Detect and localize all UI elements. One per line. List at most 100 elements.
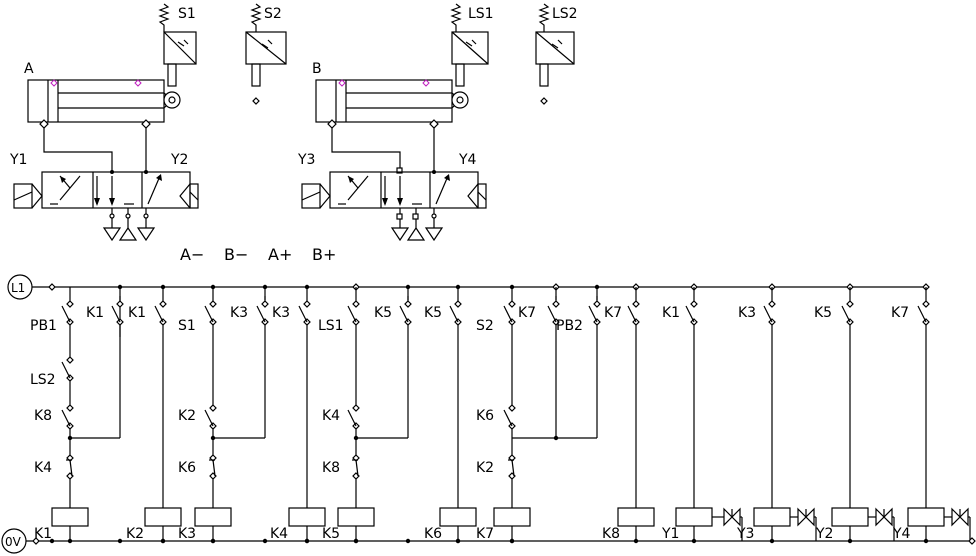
relay-coil bbox=[675, 507, 713, 527]
coil-label-k6: K6 bbox=[424, 526, 442, 542]
solenoid-y1-label: Y1 bbox=[9, 152, 27, 168]
wire bbox=[204, 305, 214, 323]
terminal bbox=[66, 356, 74, 364]
sequence-step-1: A− bbox=[180, 245, 204, 264]
junction-dot bbox=[509, 538, 515, 544]
terminal bbox=[768, 300, 776, 308]
junction-dot bbox=[405, 538, 411, 544]
coil-label-k7: K7 bbox=[476, 526, 494, 542]
rail-0v-label: 0V bbox=[5, 535, 22, 549]
contact-label-k7b: K7 bbox=[604, 305, 622, 321]
rail-l1-label: L1 bbox=[11, 281, 25, 295]
terminal bbox=[32, 537, 40, 545]
wire bbox=[355, 459, 359, 477]
wire bbox=[61, 305, 71, 323]
valve-b: Y3 Y4 bbox=[297, 152, 487, 242]
contact-label-k1b: K1 bbox=[128, 305, 146, 321]
coil-labels: K1 K2 K3 K4 K5 K7 K6 K8 Y1 Y3 Y2 Y4 bbox=[34, 526, 911, 542]
junction-dot bbox=[455, 538, 461, 544]
terminal bbox=[404, 300, 412, 308]
junction-dot bbox=[210, 435, 216, 441]
contact-label-k1c: K1 bbox=[662, 305, 680, 321]
wire bbox=[511, 459, 515, 477]
terminal bbox=[454, 300, 462, 308]
terminal bbox=[846, 300, 854, 308]
relay-coil bbox=[194, 507, 232, 527]
terminal bbox=[508, 404, 516, 412]
cylinder-b-group: B bbox=[312, 61, 469, 174]
wire bbox=[449, 305, 459, 323]
terminal bbox=[209, 300, 217, 308]
relay-coil bbox=[907, 507, 945, 527]
ladder-rungs bbox=[32, 283, 976, 545]
terminal bbox=[922, 300, 930, 308]
sensor-s2-label: S2 bbox=[264, 6, 282, 22]
junction-dot bbox=[353, 538, 359, 544]
wire bbox=[347, 409, 357, 427]
wire bbox=[685, 305, 695, 323]
wire bbox=[917, 305, 927, 323]
terminal bbox=[593, 300, 601, 308]
wire bbox=[256, 305, 266, 323]
sensor-s1: S1 bbox=[158, 3, 197, 87]
coil-label-y4: Y4 bbox=[892, 526, 911, 542]
sensor-ls1-label: LS1 bbox=[468, 6, 494, 22]
rail-l1: L1 bbox=[7, 274, 926, 300]
contact-label-pb1: PB1 bbox=[30, 318, 57, 334]
coil-label-y1: Y1 bbox=[661, 526, 679, 542]
terminal bbox=[690, 300, 698, 308]
junction-dot bbox=[49, 538, 55, 544]
junction-dot bbox=[304, 538, 310, 544]
terminal bbox=[159, 300, 167, 308]
wire bbox=[61, 361, 71, 379]
junction-dot bbox=[262, 538, 268, 544]
junction-dot bbox=[691, 538, 697, 544]
contact-label-k4: K4 bbox=[322, 408, 340, 424]
coil-label-k2: K2 bbox=[126, 526, 144, 542]
solenoid-y4-label: Y4 bbox=[458, 152, 477, 168]
terminal bbox=[968, 537, 976, 545]
wire bbox=[627, 305, 637, 323]
contact-label-k7a: K7 bbox=[518, 305, 536, 321]
wire bbox=[503, 305, 513, 323]
wire bbox=[588, 305, 598, 323]
sensor-ls2-label: LS2 bbox=[552, 6, 578, 22]
coil-label-k8: K8 bbox=[602, 526, 620, 542]
solenoid-y2-label: Y2 bbox=[170, 152, 188, 168]
contact-labels: PB1 K1 K1 S1 K3 K3 LS1 K5 K5 S2 K7 PB2 K… bbox=[30, 305, 909, 476]
junction-dot bbox=[847, 538, 853, 544]
terminal bbox=[48, 283, 56, 291]
sensor-ls2: LS2 bbox=[535, 3, 578, 105]
junction-dot bbox=[160, 538, 166, 544]
contact-label-k3b: K3 bbox=[272, 305, 290, 321]
wire bbox=[399, 305, 409, 323]
relay-coil bbox=[144, 507, 182, 527]
junction-dot bbox=[67, 435, 73, 441]
terminal bbox=[632, 300, 640, 308]
junction-dot bbox=[923, 538, 929, 544]
junction-dot bbox=[210, 538, 216, 544]
contact-label-k3c: K3 bbox=[738, 305, 756, 321]
contact-label-k1a: K1 bbox=[86, 305, 104, 321]
contact-label-ls2: LS2 bbox=[30, 372, 56, 388]
contact-label-pb2: PB2 bbox=[556, 318, 583, 334]
contact-label-k8: K8 bbox=[34, 408, 52, 424]
relay-coil bbox=[337, 507, 375, 527]
sequence-labels: A− B− A+ B+ bbox=[180, 245, 336, 264]
contact-label-k6: K6 bbox=[476, 408, 494, 424]
relay-coil bbox=[831, 507, 869, 527]
valve-a: Y1 Y2 bbox=[9, 152, 199, 242]
solenoid-y3-label: Y3 bbox=[297, 152, 315, 168]
wire bbox=[347, 305, 357, 323]
wire bbox=[763, 305, 773, 323]
junction-dot bbox=[117, 538, 123, 544]
wire bbox=[503, 409, 513, 427]
terminal bbox=[352, 300, 360, 308]
contact-label-ls1: LS1 bbox=[318, 318, 344, 334]
wire bbox=[298, 305, 308, 323]
cylinder-b-roller bbox=[451, 91, 469, 109]
contact-label-k7c: K7 bbox=[891, 305, 909, 321]
cylinder-a-roller bbox=[163, 91, 181, 109]
relay-coil bbox=[51, 507, 89, 527]
coil-label-k3: K3 bbox=[178, 526, 196, 542]
